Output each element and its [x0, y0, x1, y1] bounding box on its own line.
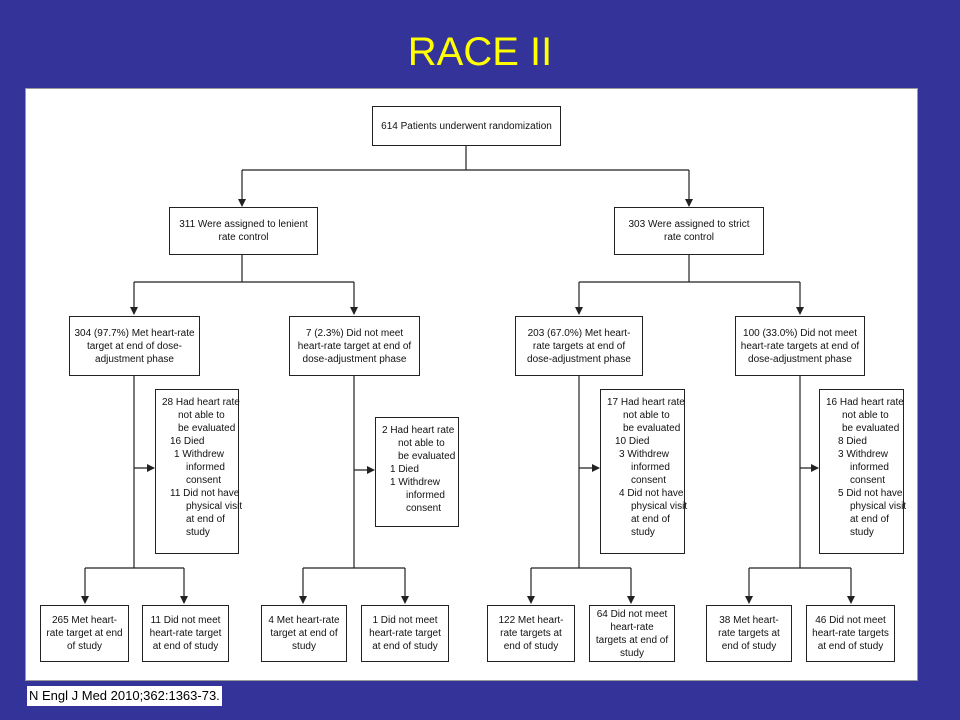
exclusion-line: not able to — [623, 410, 670, 421]
exclusion-strict-met-box: 17 Had heart rate not able to be evaluat… — [600, 389, 688, 554]
exclusion-line: informed — [850, 462, 889, 473]
exclusion-line: physical visit — [631, 501, 688, 512]
exclusion-line: 1 Withdrew — [174, 449, 225, 460]
outcome-box-strict-met-not-met: 64 Did not meet heart-rate targets at en… — [589, 605, 675, 662]
lenient-met-box: 304 (97.7%) Met heart-rate target at end… — [69, 316, 200, 376]
flowchart-panel — [25, 88, 918, 681]
outcome-box-strict-met-met: 122 Met heart-rate targets at end of stu… — [487, 605, 575, 662]
exclusion-line: consent — [850, 475, 886, 486]
exclusion-line: 28 Had heart rate — [162, 397, 240, 408]
exclusion-line: 5 Did not have — [838, 488, 903, 499]
exclusion-line: study — [850, 527, 874, 538]
exclusion-line: at end of — [631, 514, 670, 525]
outcome-box-lenient-met-not-met: 11 Did not meet heart-rate target at end… — [142, 605, 229, 662]
exclusion-line: be evaluated — [178, 423, 236, 434]
exclusion-line: informed — [631, 462, 670, 473]
exclusion-line: 3 Withdrew — [838, 449, 889, 460]
exclusion-line: 1 Withdrew — [390, 477, 441, 488]
exclusion-line: at end of — [850, 514, 889, 525]
exclusion-line: 3 Withdrew — [619, 449, 670, 460]
strict-not-met-box: 100 (33.0%) Did not meet heart-rate targ… — [735, 316, 865, 376]
exclusion-line: 17 Had heart rate — [607, 397, 685, 408]
exclusion-strict-not-met-box: 16 Had heart rate not able to be evaluat… — [819, 389, 907, 554]
exclusion-line: 11 Did not have — [170, 488, 240, 499]
lenient-arm-box: 311 Were assigned to lenient rate contro… — [169, 207, 318, 255]
exclusion-line: not able to — [842, 410, 889, 421]
exclusion-lenient-met-box: 28 Had heart rate not able to be evaluat… — [155, 389, 243, 554]
exclusion-line: not able to — [178, 410, 225, 421]
exclusion-line: be evaluated — [398, 451, 456, 462]
exclusion-line: consent — [631, 475, 667, 486]
exclusion-line: study — [631, 527, 655, 538]
exclusion-line: study — [186, 527, 210, 538]
root-box: 614 Patients underwent randomization — [372, 106, 561, 146]
exclusion-line: physical visit — [850, 501, 907, 512]
exclusion-line: not able to — [398, 438, 445, 449]
exclusion-line: 16 Died — [170, 436, 205, 447]
exclusion-line: 16 Had heart rate — [826, 397, 904, 408]
outcome-box-lenient-not-met-not-met: 1 Did not meet heart-rate target at end … — [361, 605, 449, 662]
exclusion-line: at end of — [186, 514, 225, 525]
exclusion-line: informed — [406, 490, 445, 501]
exclusion-lenient-not-met-box: 2 Had heart rate not able to be evaluate… — [375, 417, 459, 527]
exclusion-line: consent — [186, 475, 222, 486]
strict-met-box: 203 (67.0%) Met heart-rate targets at en… — [515, 316, 643, 376]
outcome-box-lenient-not-met-met: 4 Met heart-rate target at end of study — [261, 605, 347, 662]
strict-arm-box: 303 Were assigned to strict rate control — [614, 207, 764, 255]
exclusion-line: be evaluated — [842, 423, 900, 434]
slide-title: RACE II — [407, 30, 553, 74]
outcome-box-strict-not-met-not-met: 46 Did not meet heart-rate targets at en… — [806, 605, 895, 662]
exclusion-line: physical visit — [186, 501, 243, 512]
outcome-box-strict-not-met-met: 38 Met heart-rate targets at end of stud… — [706, 605, 792, 662]
exclusion-line: 2 Had heart rate — [382, 425, 455, 436]
lenient-not-met-box: 7 (2.3%) Did not meet heart-rate target … — [289, 316, 420, 376]
exclusion-line: consent — [406, 503, 442, 514]
exclusion-line: 8 Died — [838, 436, 867, 447]
exclusion-line: 4 Did not have — [619, 488, 684, 499]
outcome-box-lenient-met-met: 265 Met heart-rate target at end of stud… — [40, 605, 129, 662]
exclusion-line: 1 Died — [390, 464, 419, 475]
citation: N Engl J Med 2010;362:1363-73. — [27, 686, 222, 706]
exclusion-line: 10 Died — [615, 436, 650, 447]
exclusion-line: informed — [186, 462, 225, 473]
exclusion-line: be evaluated — [623, 423, 681, 434]
